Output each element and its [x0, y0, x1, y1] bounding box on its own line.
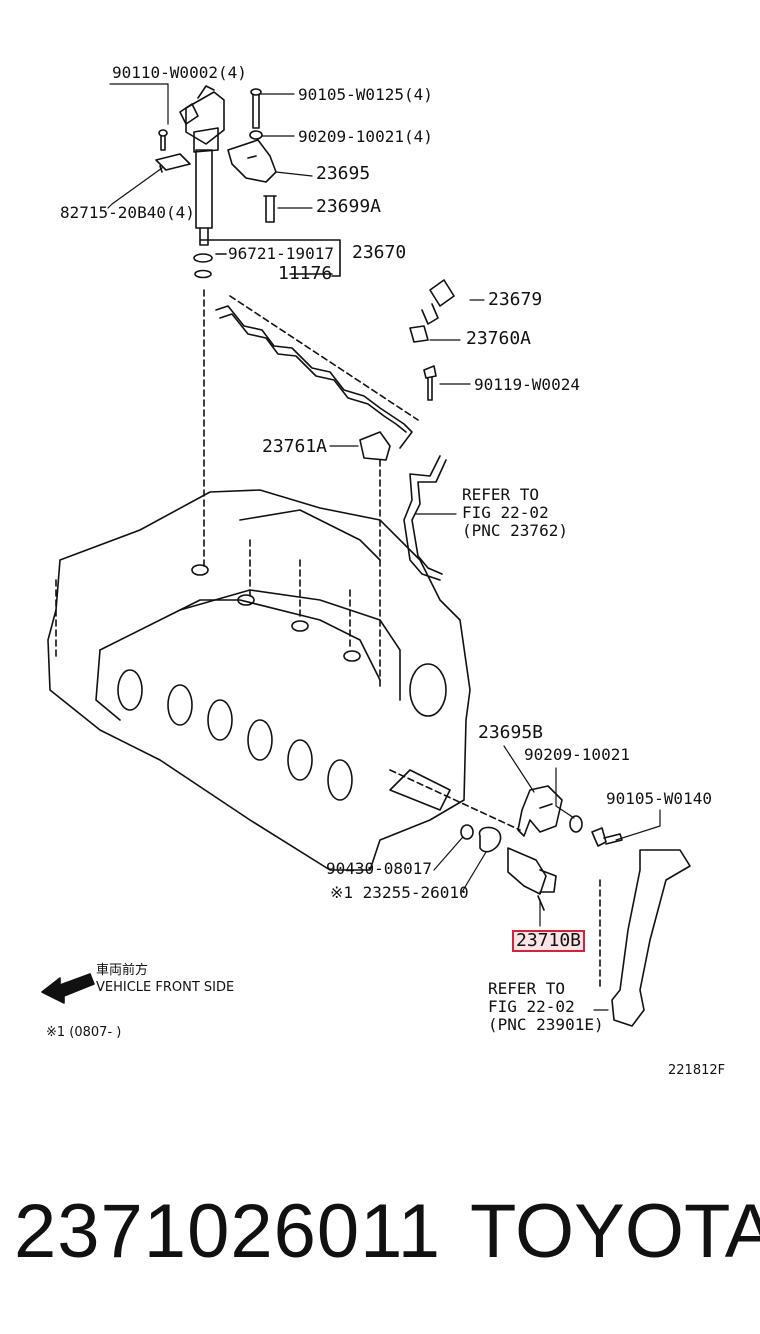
front-label-english: VEHICLE FRONT SIDE — [96, 980, 235, 995]
clip-23760a-drawing — [410, 326, 428, 342]
pressure-sensor-drawing — [422, 280, 454, 324]
ref-note-2-line2: FIG 22-02 — [488, 997, 575, 1016]
label-96721-19017: 96721-19017 — [228, 244, 334, 263]
label-90430-08017: 90430-08017 — [326, 859, 432, 878]
front-arrow-icon — [42, 974, 94, 1003]
part-number: 2371026011 — [14, 1189, 442, 1274]
gasket-drawing — [195, 271, 211, 278]
label-23679: 23679 — [488, 289, 543, 310]
label-23710b-highlighted[interactable]: 23710B — [512, 930, 586, 952]
leak-pipe-drawing — [404, 456, 446, 580]
label-23670: 23670 — [352, 242, 407, 263]
label-90209-10021: 90209-10021 — [524, 745, 630, 764]
label-90110-w0002: 90110-W0002(4) — [112, 63, 247, 82]
label-90209-10021-4: 90209-10021(4) — [298, 127, 433, 146]
label-23761a: 23761A — [262, 436, 328, 457]
fuel-rail-drawing — [216, 296, 418, 448]
bracket-23695b-drawing — [518, 786, 562, 836]
o-ring-drawing — [194, 254, 212, 262]
washer-90209b-drawing — [570, 816, 582, 832]
footnote-1: ※1 (0807- ) — [46, 1025, 122, 1040]
label-90119-w0024: 90119-W0024 — [474, 375, 580, 394]
bracket-23695-drawing — [228, 140, 276, 182]
seal-90430-drawing — [461, 825, 473, 839]
suction-control-valve-drawing — [508, 848, 556, 910]
bolt-90105b-drawing — [592, 828, 622, 846]
label-23255-26010: ※1 23255-26010 — [330, 883, 469, 902]
exploded-parts-diagram — [0, 0, 760, 1100]
hose-drawing — [612, 850, 690, 1026]
label-90105-w0125: 90105-W0125(4) — [298, 85, 433, 104]
label-90105-w0140: 90105-W0140 — [606, 789, 712, 808]
bolt-90119-drawing — [424, 366, 436, 400]
ring-23255-drawing — [479, 827, 500, 851]
figure-number: 221812F — [668, 1063, 726, 1078]
label-11176: 11176 — [278, 263, 333, 284]
label-23695b: 23695B — [478, 722, 544, 743]
label-23695: 23695 — [316, 163, 371, 184]
label-23699a: 23699A — [316, 196, 382, 217]
ref-note-1-line1: REFER TO — [462, 485, 540, 504]
ref-note-1-line2: FIG 22-02 — [462, 503, 549, 522]
ref-note-1-line3: (PNC 23762) — [462, 521, 568, 540]
injector-drawing — [180, 86, 224, 245]
front-label-japanese: 車両前方 — [96, 963, 149, 978]
brand-name: TOYOTA — [470, 1189, 760, 1274]
stud-drawing — [264, 196, 276, 222]
bolt-left-drawing — [159, 130, 167, 150]
ref-note-2-line1: REFER TO — [488, 979, 566, 998]
holder-23761a-drawing — [360, 432, 390, 460]
ref-note-2-line3: (PNC 23901E) — [488, 1015, 604, 1034]
bolt-top-drawing — [250, 89, 262, 139]
engine-block-drawing — [48, 490, 470, 870]
label-23760a: 23760A — [466, 328, 532, 349]
label-82715-20b40: 82715-20B40(4) — [60, 203, 195, 222]
